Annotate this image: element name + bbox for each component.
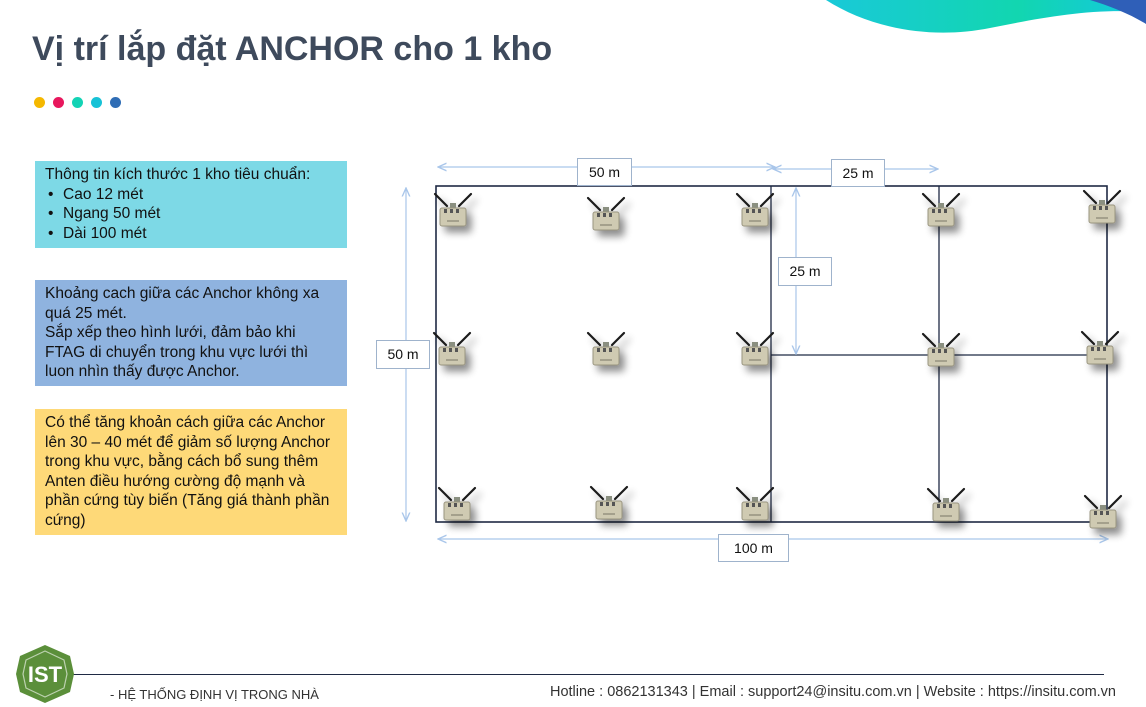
info-list: Cao 12 mét Ngang 50 mét Dài 100 mét [45, 185, 337, 244]
dim-label-top-25: 25 m [831, 159, 885, 187]
dim-label-top-50: 50 m [577, 158, 632, 186]
anchor-device-icon [1080, 330, 1120, 366]
dot-yellow [34, 97, 45, 108]
footer-tagline: - HỆ THỐNG ĐỊNH VỊ TRONG NHÀ [110, 687, 319, 702]
warehouse-info-box: Thông tin kích thước 1 kho tiêu chuẩn: C… [35, 161, 347, 248]
dot-blue [110, 97, 121, 108]
anchor-device-icon [735, 486, 775, 522]
anchor-device-icon [589, 485, 629, 521]
spacing-line-2: Sắp xếp theo hình lưới, đảm bảo khi FTAG… [45, 324, 309, 381]
logo-text: IST [28, 662, 63, 687]
info-heading: Thông tin kích thước 1 kho tiêu chuẩn: [45, 166, 311, 183]
anchor-device-icon [432, 331, 472, 367]
dot-green [72, 97, 83, 108]
anchor-device-icon [921, 192, 961, 228]
info-item-height: Cao 12 mét [48, 185, 337, 205]
page-title: Vị trí lắp đặt ANCHOR cho 1 kho [32, 30, 553, 68]
anchor-device-icon [921, 332, 961, 368]
anchor-spacing-box: Khoảng cach giữa các Anchor không xa quá… [35, 280, 347, 386]
anchor-device-icon [437, 486, 477, 522]
dim-label-inner-25: 25 m [778, 257, 832, 286]
company-logo: IST [16, 645, 74, 703]
anchor-device-icon [586, 196, 626, 232]
anchor-device-icon [926, 487, 966, 523]
extend-spacing-box: Có thể tăng khoản cách giữa các Anchor l… [35, 409, 347, 535]
info-item-length: Dài 100 mét [48, 224, 337, 244]
extend-text: Có thể tăng khoản cách giữa các Anchor l… [45, 414, 331, 529]
dim-label-bottom-100: 100 m [718, 534, 789, 562]
spacing-line-1: Khoảng cach giữa các Anchor không xa quá… [45, 285, 320, 322]
dim-label-left-50: 50 m [376, 340, 430, 369]
footer-divider [62, 674, 1104, 675]
dot-pink [53, 97, 64, 108]
warehouse-outline [435, 185, 1108, 523]
anchor-device-icon [735, 192, 775, 228]
info-item-width: Ngang 50 mét [48, 204, 337, 224]
anchor-device-icon [1082, 189, 1122, 225]
decorative-dots [34, 97, 121, 108]
anchors [432, 189, 1123, 530]
decorative-wave [826, 0, 1146, 33]
footer-contact: Hotline : 0862131343 | Email : support24… [549, 684, 1116, 700]
anchor-device-icon [586, 331, 626, 367]
anchor-device-icon [735, 331, 775, 367]
dot-cyan [91, 97, 102, 108]
anchor-device-icon [433, 192, 473, 228]
anchor-device-icon [1083, 494, 1123, 530]
